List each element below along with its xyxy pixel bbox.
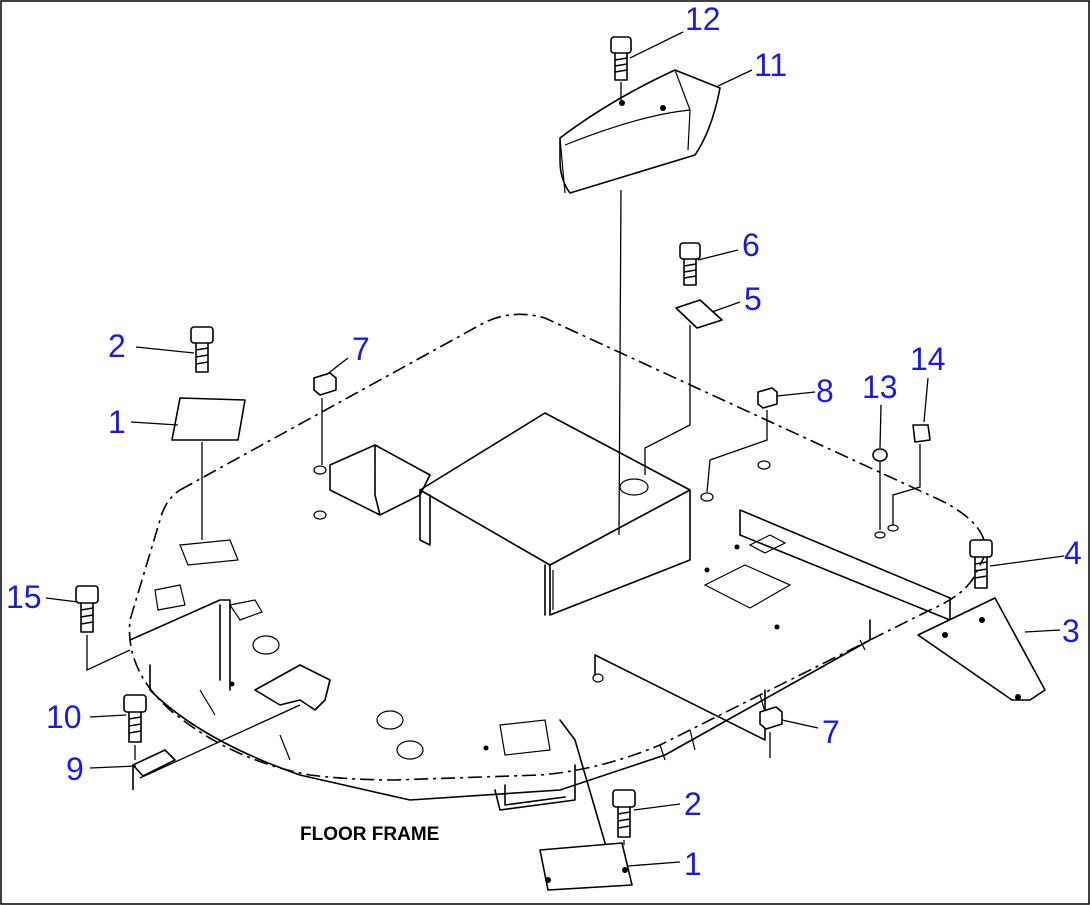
callout-10: 10 [46,699,82,735]
callout-1-lower: 1 [684,846,702,882]
center-box-hole [619,478,649,496]
callout-7-upper: 7 [352,331,370,367]
callout-2-lower: 2 [684,786,702,822]
part-13-nut [872,448,888,462]
lower-left-plate [254,664,331,711]
right-square-cutout [703,564,792,609]
part-10-bolt [123,694,147,743]
callout-13: 13 [862,369,898,405]
part-4-bolt [969,539,993,589]
callout-11: 11 [754,47,787,83]
part-8-cap [757,387,778,409]
part-15-bolt [75,585,99,633]
round-hole-1 [252,635,280,655]
assembly-lines [86,82,921,845]
part-3-bracket [917,597,1046,701]
callout-leaders [45,31,1065,867]
floor-frame [128,313,987,861]
callout-labels: 12 11 6 5 2 7 1 8 13 14 4 3 15 10 9 7 2 … [6,1,1082,882]
part-7-cap-upper [313,372,337,396]
part-6-bolt [679,242,701,286]
floor-frame-outline [128,313,987,781]
lower-handle [494,764,576,811]
frame-side-rail [199,639,866,761]
frame-bottom-edge [149,619,871,801]
left-cutout-b [154,584,186,611]
right-step-plate [739,509,951,621]
center-box-flange [419,489,546,616]
left-pocket [329,444,431,516]
center-box-holes [549,568,554,612]
callout-12: 12 [685,1,721,37]
right-small-cutout [748,534,787,554]
part-7-cap-lower [759,706,783,730]
callout-6: 6 [742,227,760,263]
lower-bracket [559,719,611,861]
callout-15: 15 [6,579,42,615]
left-pedal-bracket [129,599,231,691]
part-1-plate-lower [539,842,633,891]
callout-4: 4 [1064,535,1082,571]
callout-2-upper: 2 [108,328,126,364]
part-2-bolt-lower [612,789,636,838]
left-cutout-c [229,599,263,621]
center-box [419,412,691,616]
bottom-cutout [499,719,551,756]
part-14-screw [912,424,931,443]
part-9-plate [132,749,176,790]
callout-7-lower: 7 [822,714,840,750]
lower-panel [594,654,766,741]
callout-1-upper: 1 [108,404,126,440]
callout-8: 8 [816,373,834,409]
part-12-bolt [610,36,632,81]
round-hole-3 [396,740,424,760]
part-5-plate [675,299,723,329]
part-1-plate-upper [171,397,246,441]
callout-5: 5 [744,281,762,317]
mount-holes [229,460,899,751]
left-cutout-a [179,539,239,566]
callout-3: 3 [1062,613,1080,649]
callout-9: 9 [66,751,84,787]
round-hole-2 [376,710,404,730]
part-2-bolt-upper [190,326,214,373]
callout-14: 14 [910,341,946,377]
part-11-cover [559,69,721,194]
diagram-caption: FLOOR FRAME [300,824,439,845]
